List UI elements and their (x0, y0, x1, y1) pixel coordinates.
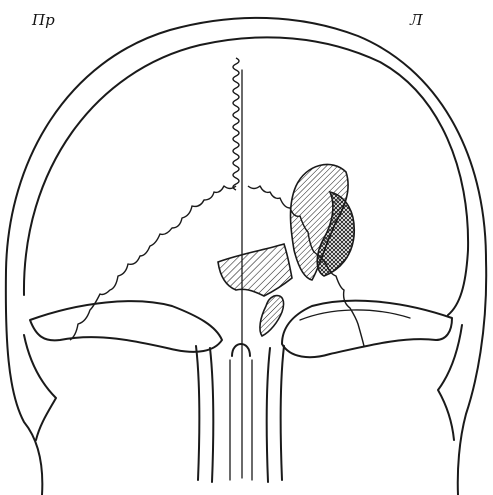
left-orbit (282, 301, 452, 358)
right-orbit (30, 301, 222, 352)
nasal-septum-right-wall (267, 348, 270, 482)
sagittal-suture (233, 58, 239, 190)
nasal-septum-left-wall-inner (210, 348, 213, 482)
left-zygomatic-contour (438, 325, 462, 440)
crista-arch (232, 344, 250, 356)
nasal-septum-left-wall (196, 346, 199, 480)
right-zygomatic-contour (24, 335, 56, 440)
lesion-central-hatched (218, 244, 292, 296)
nasal-septum-right-wall-inner (281, 346, 284, 480)
coronal-suture-right (70, 186, 236, 340)
lesion-small-hatched (260, 296, 284, 336)
